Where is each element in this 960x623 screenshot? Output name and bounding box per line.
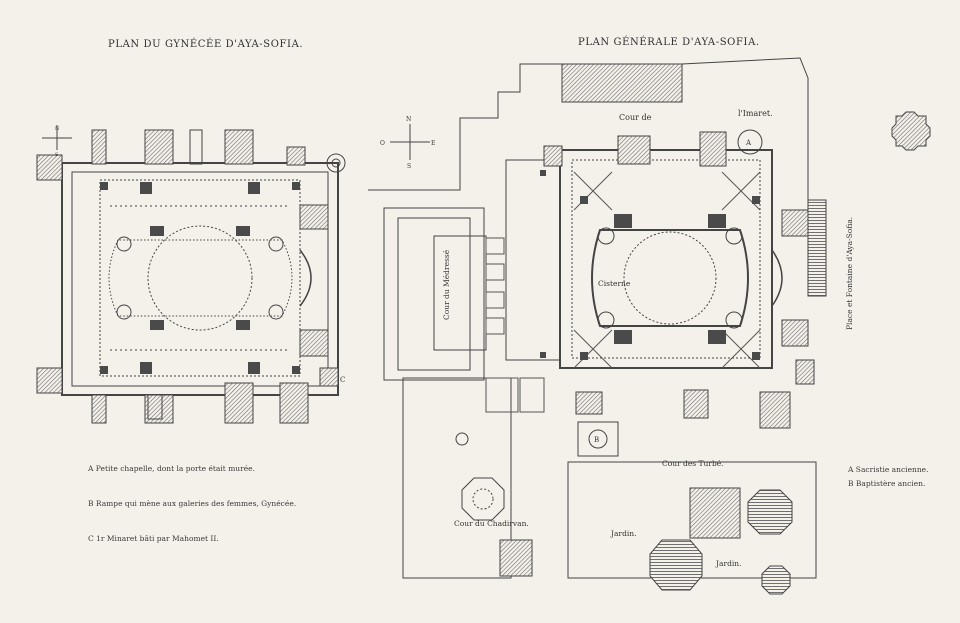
label-cisterne: Cisterne [598,279,631,288]
compass-s: S [407,163,411,170]
title-gynecee: PLAN DU GYNÉCÉE D'AYA-SOFIA. [108,39,304,50]
label-c-minaret: C [340,376,345,384]
compass-o: O [380,140,385,147]
compass-n: N [406,116,411,123]
legend-right-a: A Sacristie ancienne. [848,465,929,474]
small-compass-n: N [55,126,60,132]
title-general: PLAN GÉNÉRALE D'AYA-SOFIA. [578,37,760,48]
legend-left-c: C 1r Minaret bâti par Mahomet II. [88,534,219,543]
bastion-icon [891,111,931,151]
label-cour-des-turbe: Cour des Turbé. [662,459,724,468]
compass-e: E [431,140,435,147]
label-jardin-1: Jardin. [610,529,636,538]
label-cour-du-chadirvan: Cour du Chadirvan. [454,519,529,528]
legend-left-a: A Petite chapelle, dont la porte était m… [88,464,255,473]
label-place-fontaine: Place et Fontaine d'Aya-Sofia. [845,217,854,330]
label-b-baptistery: B [594,436,599,444]
label-cour-de: Cour de [619,113,652,122]
label-imaret: l'Imaret. [738,109,773,118]
legend-left-b: B Rampe qui mène aux galeries des femmes… [88,499,297,508]
label-jardin-2: Jardin. [715,559,741,568]
label-a-sacristy: A [745,139,752,147]
gynecee-plan [36,125,346,424]
general-plan [368,57,827,595]
label-cour-du-medresse: Cour du Médressé [442,249,451,320]
small-compass-s: S [55,152,59,158]
legend-right-b: B Baptistère ancien. [848,479,926,488]
